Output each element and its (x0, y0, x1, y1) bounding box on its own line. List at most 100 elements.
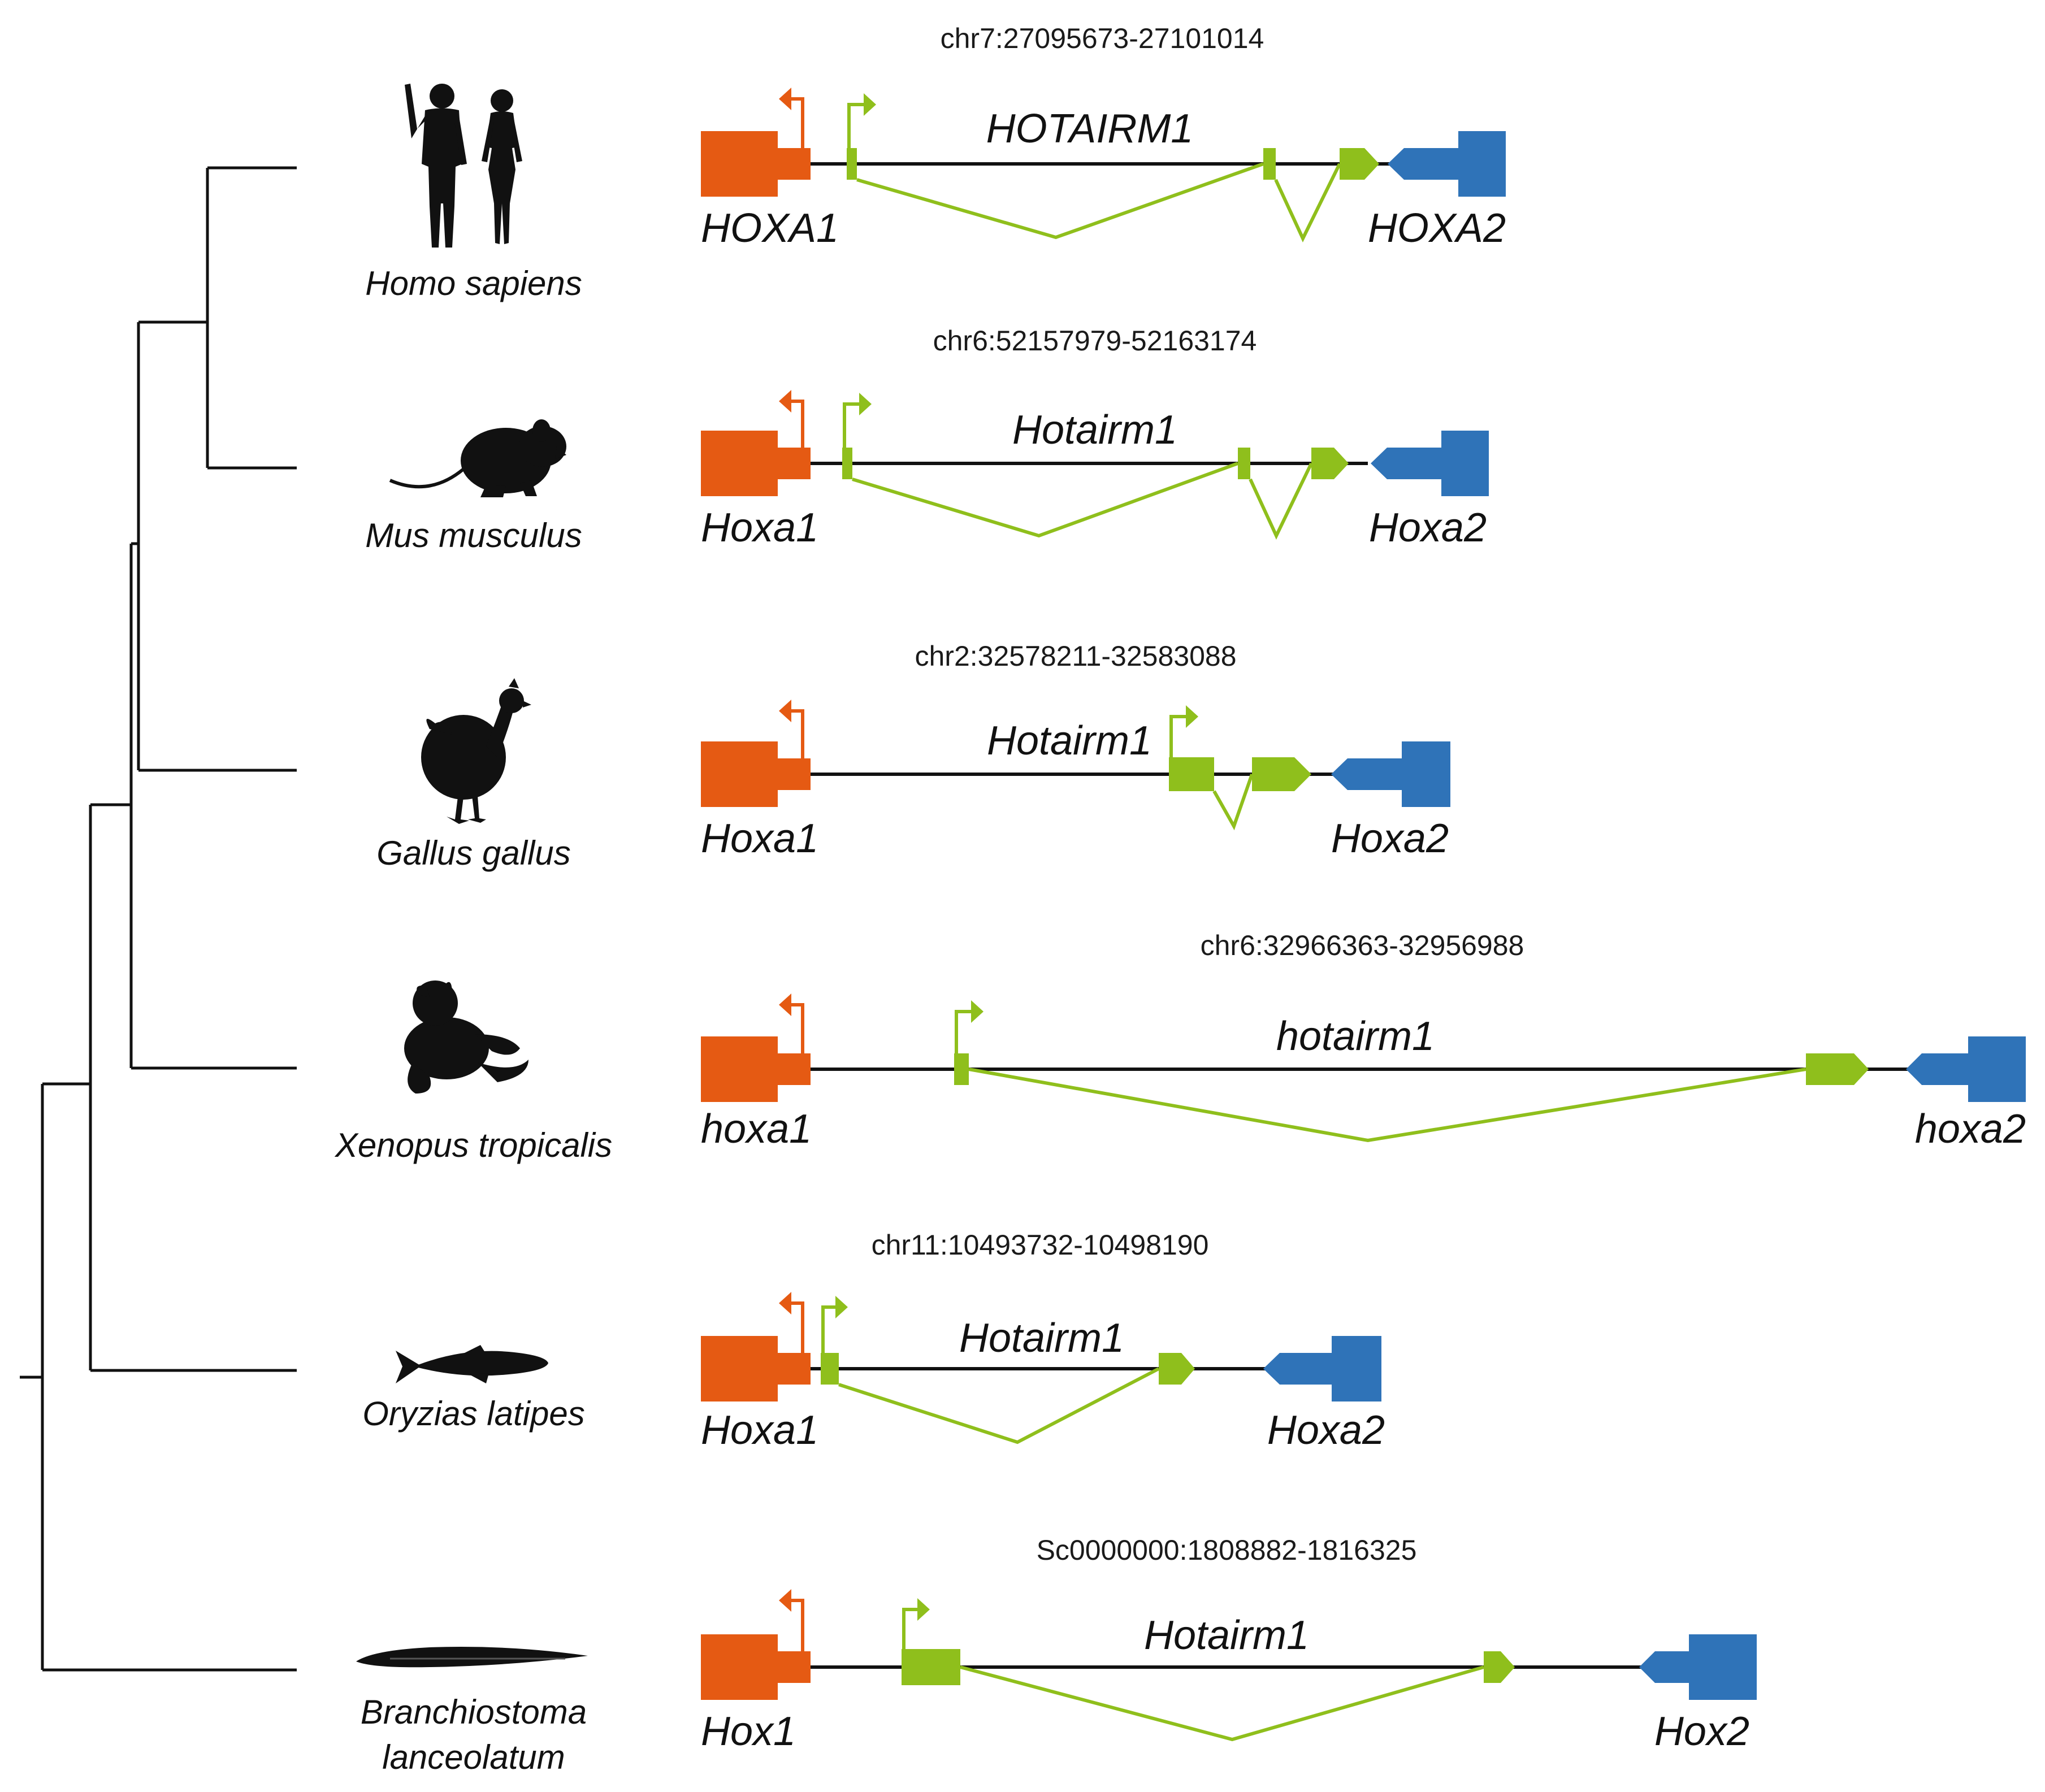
splice-junction (1249, 462, 1313, 540)
hox2-label: Hoxa2 (1267, 1408, 1385, 1453)
lnc-label: hotairm1 (1276, 1014, 1435, 1059)
lnc-exon (842, 448, 852, 479)
lnc-exon (954, 1053, 969, 1085)
lnc-arrowhead (917, 1598, 930, 1621)
lnc-arrowhead (971, 1000, 983, 1023)
hox2-gene (1371, 431, 1489, 496)
lnc-tss-arrow (955, 1010, 972, 1053)
lnc-tss-arrow (1169, 715, 1187, 757)
genomic-coordinates: chr2:32578211-32583088 (915, 640, 1236, 672)
lnc-arrowhead (859, 393, 872, 415)
species-name: Oryzias latipes (362, 1395, 584, 1433)
tree-node-tetrapod (129, 542, 297, 1070)
gene-track-oryzias-latipes: chr11:10493732-10498190 Hoxa1 Hotairm1 H… (701, 1229, 1385, 1453)
hox1-gene (701, 741, 811, 807)
phylogenetic-tree (20, 166, 297, 1672)
hox1-gene (701, 1634, 811, 1700)
hox2-gene (1639, 1634, 1757, 1700)
lnc-final-exon (1340, 148, 1379, 180)
tree-node-root (41, 1082, 297, 1672)
hox1-arrowhead (779, 993, 791, 1016)
lnc-tss-arrow (821, 1305, 837, 1353)
lnc-label: Hotairm1 (1012, 407, 1177, 453)
genomic-coordinates: Sc0000000:1808882-1816325 (1037, 1534, 1417, 1566)
species-name: Branchiostoma (361, 1693, 587, 1731)
hox1-tss-arrow (788, 1003, 804, 1053)
splice-junction (960, 1665, 1484, 1742)
hox1-label: Hoxa1 (701, 816, 818, 861)
lnc-arrowhead (1186, 705, 1198, 728)
splice-junction (1274, 163, 1341, 242)
gene-track-xenopus-tropicalis: chr6:32966363-32956988 hoxa1 hotairm1 ho… (701, 930, 2026, 1152)
hox1-label: Hoxa1 (701, 1408, 818, 1453)
lnc-label: Hotairm1 (987, 718, 1152, 763)
chicken-icon (421, 678, 531, 824)
hox2-label: hoxa2 (1915, 1107, 2026, 1152)
hox1-tss-arrow (788, 1599, 804, 1651)
splice-junction (968, 1068, 1806, 1143)
hox1-tss-arrow (788, 1301, 804, 1353)
lnc-exon (847, 148, 857, 180)
species-name: Homo sapiens (365, 264, 582, 302)
gene-track-mus-musculus: chr6:52157979-52163174 Hoxa1 Hotairm1 Ho… (701, 325, 1489, 550)
splice-junction (1212, 774, 1254, 831)
hox1-label: Hoxa1 (701, 505, 818, 550)
genomic-coordinates: chr6:52157979-52163174 (933, 325, 1257, 357)
lnc-exon (1263, 148, 1276, 180)
lnc-tss-arrow (902, 1608, 918, 1649)
lnc-arrowhead (835, 1296, 848, 1318)
hox1-label: hoxa1 (701, 1107, 812, 1152)
hox1-tss-arrow (788, 709, 804, 758)
splice-junction (856, 162, 1264, 240)
genomic-coordinates: chr6:32966363-32956988 (1201, 930, 1524, 961)
gene-track-branchiostoma-lanceolatum: Sc0000000:1808882-1816325 Hox1 Hotairm1 … (701, 1534, 1757, 1754)
humans-icon (405, 84, 522, 248)
hox1-tss-arrow (788, 97, 804, 148)
hox1-gene (701, 131, 811, 197)
lnc-tss-arrow (843, 402, 860, 448)
hox1-gene (701, 431, 811, 496)
hox1-arrowhead (779, 1589, 791, 1612)
hox2-gene (1263, 1336, 1381, 1402)
lnc-final-exon (1252, 757, 1311, 791)
species-labels: Homo sapiens Mus musculus Gallus gallus … (334, 264, 612, 1776)
species-name: Xenopus tropicalis (334, 1126, 612, 1164)
lnc-label: Hotairm1 (959, 1316, 1124, 1361)
hox1-gene (701, 1336, 811, 1402)
lnc-tss-arrow (847, 103, 865, 148)
lnc-final-exon (1484, 1651, 1515, 1683)
hox1-arrowhead (779, 1292, 791, 1314)
lnc-final-exon (1311, 448, 1349, 479)
lnc-exon (1238, 448, 1250, 479)
species-name: lanceolatum (382, 1738, 565, 1776)
lnc-exon (902, 1649, 960, 1685)
hox2-gene (1331, 741, 1450, 807)
hox1-arrowhead (779, 700, 791, 722)
lnc-label: HOTAIRM1 (986, 106, 1194, 151)
gene-track-homo-sapiens: chr7:27095673-27101014 HOXA1 HOTAIRM1 HO… (701, 23, 1506, 251)
mouse-icon (389, 419, 566, 497)
hox1-arrowhead (779, 390, 791, 413)
hox1-label: Hox1 (701, 1709, 796, 1754)
species-name: Gallus gallus (376, 834, 571, 872)
hox2-label: Hox2 (1654, 1709, 1749, 1754)
splice-junction (852, 462, 1239, 538)
frog-icon (404, 980, 528, 1094)
species-name: Mus musculus (365, 517, 582, 554)
hox2-label: Hoxa2 (1369, 505, 1487, 550)
lancelet-icon (356, 1647, 588, 1668)
hox1-gene (701, 1036, 811, 1102)
splice-junction (838, 1367, 1160, 1444)
hox1-tss-arrow (788, 400, 804, 448)
lnc-arrowhead (864, 93, 876, 116)
hox1-arrowhead (779, 88, 791, 110)
lnc-label: Hotairm1 (1144, 1613, 1309, 1658)
lnc-final-exon (1806, 1053, 1869, 1085)
lnc-final-exon (1159, 1353, 1195, 1385)
hox2-label: HOXA2 (1368, 206, 1506, 251)
fish-icon (396, 1345, 548, 1383)
genomic-coordinates: chr11:10493732-10498190 (872, 1229, 1209, 1261)
lnc-exon (821, 1353, 839, 1385)
hox2-gene (1906, 1036, 2026, 1102)
genomic-coordinates: chr7:27095673-27101014 (941, 23, 1264, 54)
